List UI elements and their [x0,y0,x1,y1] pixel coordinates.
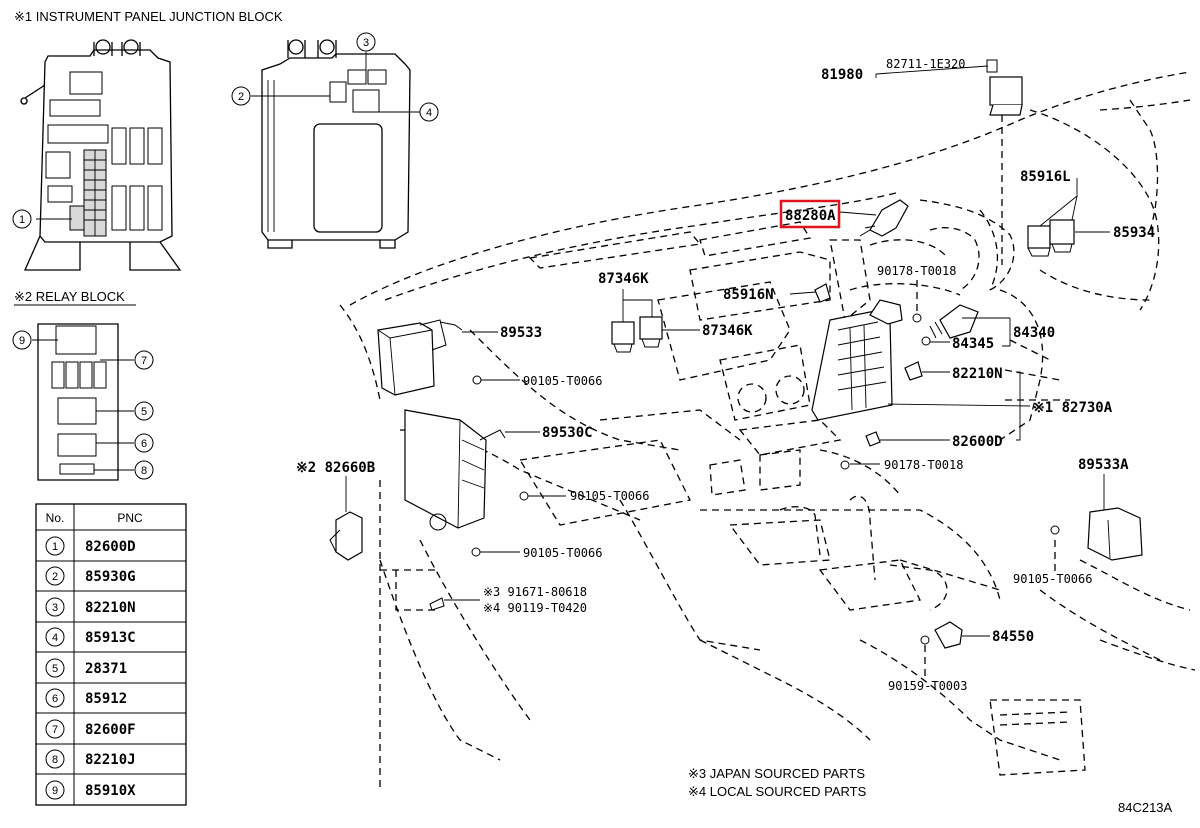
callout-5: 5 [141,406,147,418]
label-81980: 81980 [821,67,863,83]
label-84345: 84345 [952,336,994,352]
ecu-89530c-drawing [404,409,506,529]
callout-9: 9 [19,335,25,347]
table-row-pnc: 28371 [85,661,127,677]
label-87346k-bottom: 87346K [702,323,753,339]
junction-block-front-drawing [20,39,182,271]
table-row-pnc: 85910X [85,783,136,799]
callout-2: 2 [238,91,244,103]
note-japan-sourced: ※3 JAPAN SOURCED PARTS [688,766,865,781]
table-row-pnc: 82600F [85,722,136,738]
callout-6: 6 [141,438,147,450]
junction-block-rear-drawing [261,39,411,249]
label-82210n: 82210N [952,366,1003,382]
label-84550: 84550 [992,629,1034,645]
label-88280a: 88280A [785,208,836,224]
table-row-pnc: 82600D [85,539,136,555]
table-row-no: 8 [52,754,58,766]
label-90178-t0018-upper: 90178-T0018 [877,264,956,278]
label-89530c: 89530C [542,425,593,441]
part-85916n-drawing [814,283,831,303]
label-85934: 85934 [1113,225,1155,241]
callout-4: 4 [426,107,432,119]
junction-block-title: ※1 INSTRUMENT PANEL JUNCTION BLOCK [14,9,283,24]
label-85916n: 85916N [723,287,774,303]
callout-3: 3 [363,37,369,49]
part-82210n-drawing [904,361,923,381]
callout-1: 1 [19,214,25,226]
callout-8: 8 [141,465,147,477]
callout-7: 7 [141,355,147,367]
table-row-pnc: 82210J [85,752,136,768]
label-82730a: ※1 82730A [1033,400,1113,416]
junction-block-installed-drawing [811,299,903,421]
relay-87346k-drawing [611,316,663,353]
relay-82660b-drawing [329,511,363,561]
part-89533a-drawing [1087,507,1143,561]
table-row-pnc: 85930G [85,569,136,585]
highlighted-part-box [779,199,841,229]
label-91671-80618: ※3 91671-80618 [483,585,587,599]
table-row-no: 7 [52,724,58,736]
label-90119-t0420: ※4 90119-T0420 [483,601,587,615]
table-row-no: 2 [52,571,58,583]
table-row-pnc: 85913C [85,630,136,646]
label-90105-t0066-a: 90105-T0066 [523,374,602,388]
relay-block-drawing [37,323,119,481]
table-header-no: No. [46,511,65,525]
label-90105-t0066-c: 90105-T0066 [523,546,602,560]
switch-84340-drawing [929,304,979,339]
table-row-no: 9 [52,785,58,797]
label-90178-t0018-lower: 90178-T0018 [884,458,963,472]
label-90105-t0066-d: 90105-T0066 [1013,572,1092,586]
leader-lines [345,65,1110,637]
label-89533: 89533 [500,325,542,341]
label-89533a: 89533A [1078,457,1129,473]
switch-88280a-drawing [859,199,909,237]
label-82711-1e320: 82711-1E320 [886,57,965,71]
note-local-sourced: ※4 LOCAL SOURCED PARTS [688,784,867,799]
label-90105-t0066-b: 90105-T0066 [570,489,649,503]
relay-81980-drawing [986,59,1023,116]
table-row-no: 6 [52,693,58,705]
dashboard-outline [349,71,1196,776]
table-row-no: 1 [52,541,58,553]
table-row-no: 4 [52,632,58,644]
label-82600d: 82600D [952,434,1003,450]
part-84550-drawing [934,621,963,649]
label-82660b: ※2 82660B [296,460,375,476]
part-82600d-drawing [865,431,881,447]
label-84340: 84340 [1013,325,1055,341]
table-row-pnc: 82210N [85,600,136,616]
diagram-code: 84C213A [1118,800,1173,815]
relay-block-title: ※2 RELAY BLOCK [14,289,125,304]
pnc-table: No. PNC 1 82600D 2 85930G 3 82210N 4 859… [35,503,187,806]
table-row-pnc: 85912 [85,691,127,707]
label-85916l: 85916L [1020,169,1071,185]
table-header-pnc: PNC [117,511,143,525]
table-row-no: 5 [52,663,58,675]
relay-85916l-drawing [1027,225,1051,257]
label-90159-t0003: 90159-T0003 [888,679,967,693]
relay-85934-drawing [1049,219,1075,253]
label-87346k-top: 87346K [598,271,649,287]
table-row-no: 3 [52,602,58,614]
part-89533-drawing [377,319,463,396]
